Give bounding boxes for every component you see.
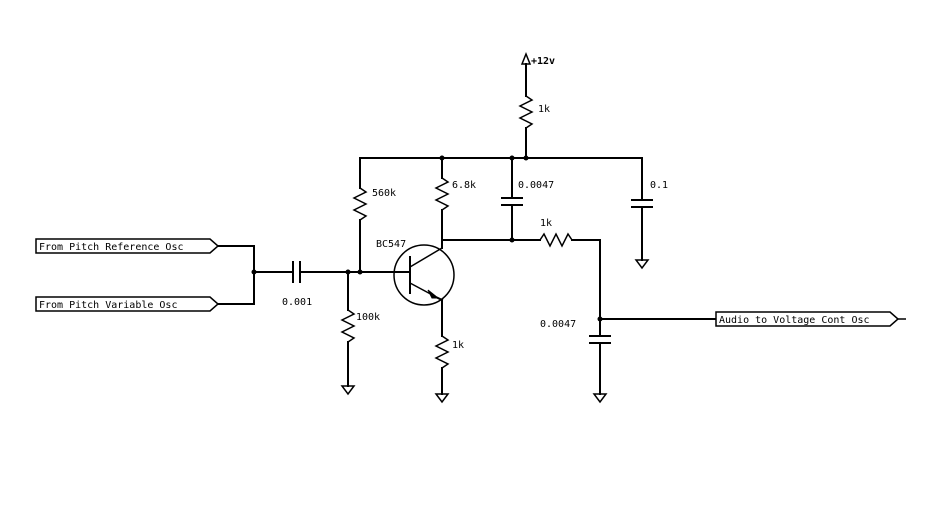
input-port-variable-label: From Pitch Variable Osc [39, 300, 177, 311]
supply-symbol: +12v [520, 51, 555, 97]
input-port-variable: From Pitch Variable Osc [35, 296, 220, 312]
npn-transistor: BC547 [376, 239, 455, 337]
supply-arrow-icon [520, 51, 532, 65]
input-capacitor-label: 0.001 [282, 297, 312, 308]
collector-resistor-label: 6.8k [452, 180, 476, 191]
resistor-icon [539, 232, 573, 248]
output-port-label: Audio to Voltage Cont Osc [719, 315, 870, 326]
capacitor-icon [292, 261, 301, 283]
emitter-resistor: 1k [434, 335, 464, 404]
resistor-icon [434, 335, 450, 369]
capacitor-icon [501, 197, 523, 206]
decouple-small-label: 0.0047 [518, 180, 554, 191]
emitter-resistor-label: 1k [452, 340, 464, 351]
resistor-icon [434, 177, 450, 211]
decouple-small-capacitor: 0.0047 [501, 157, 554, 241]
resistor-icon [340, 309, 356, 343]
ground-icon [340, 385, 356, 396]
decouple-big-label: 0.1 [650, 180, 668, 191]
resistor-icon [518, 95, 534, 129]
output-capacitor-label: 0.0047 [540, 319, 576, 330]
output-port: Audio to Voltage Cont Osc [715, 311, 906, 327]
ground-icon [592, 393, 608, 404]
capacitor-icon [589, 335, 611, 344]
supply-label: +12v [531, 56, 555, 67]
input-port-reference: From Pitch Reference Osc [35, 238, 220, 254]
bias-bottom-resistor: 100k [340, 271, 380, 396]
output-resistor-label: 1k [540, 218, 552, 229]
input-capacitor: 0.001 [253, 261, 312, 308]
bias-bottom-label: 100k [356, 312, 380, 323]
resistor-icon [352, 187, 368, 221]
npn-transistor-icon [393, 244, 455, 306]
bias-top-resistor: 560k [352, 157, 396, 273]
decouple-big-capacitor: 0.1 [631, 157, 668, 270]
ground-icon [634, 259, 650, 270]
collector-resistor: 6.8k [434, 157, 476, 249]
capacitor-icon [631, 199, 653, 208]
input-port-reference-label: From Pitch Reference Osc [39, 242, 184, 253]
transistor-label: BC547 [376, 239, 406, 250]
supply-resistor-label: 1k [538, 104, 550, 115]
output-capacitor: 0.0047 [540, 319, 611, 404]
ground-icon [434, 393, 450, 404]
supply-resistor: 1k [518, 95, 550, 159]
bias-top-label: 560k [372, 188, 396, 199]
